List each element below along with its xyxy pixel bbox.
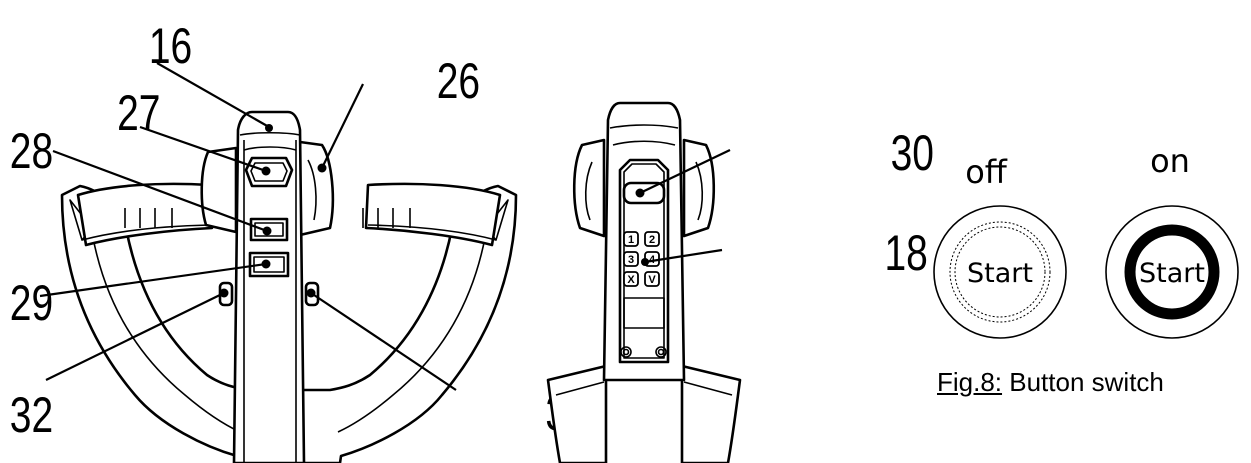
screw-left <box>620 346 632 358</box>
handle-front-view <box>60 110 518 463</box>
key-x <box>623 271 639 287</box>
switch-off-state: off <box>965 153 1008 191</box>
callout-18: 18 <box>884 224 927 281</box>
switch-on-state: on <box>1150 142 1190 180</box>
switch-off: off Start <box>933 153 1067 339</box>
callout-28: 28 <box>10 122 53 179</box>
screw-right <box>655 346 667 358</box>
switch-off-label: Start <box>967 258 1033 289</box>
keypad: 1 2 3 4 X V <box>623 231 660 287</box>
back-base <box>546 364 608 463</box>
callout-16: 16 <box>149 17 192 74</box>
switch-on: on Start <box>1105 142 1239 339</box>
svg-text:V: V <box>648 274 656 286</box>
right-grip <box>364 182 502 247</box>
caption-fig-number: Fig.8: <box>937 367 1003 397</box>
caption-text: Button switch <box>1002 367 1164 397</box>
left-wing <box>200 146 238 234</box>
left-grip <box>76 182 214 247</box>
callout-26: 26 <box>437 52 480 109</box>
key-v <box>644 271 660 287</box>
callout-32: 32 <box>10 386 53 443</box>
switch-on-label: Start <box>1139 258 1205 289</box>
key-3 <box>623 251 639 267</box>
svg-text:3: 3 <box>628 254 634 266</box>
key-2 <box>644 231 660 247</box>
back-right-wing <box>682 138 716 238</box>
leader-lines-back <box>639 149 731 264</box>
svg-text:2: 2 <box>649 234 655 246</box>
leader-lines-front <box>39 62 457 391</box>
key-1 <box>623 231 639 247</box>
back-left-wing <box>572 138 606 238</box>
callout-29: 29 <box>10 274 53 331</box>
handle-back-view: 1 2 3 4 X V <box>546 101 742 463</box>
callout-30: 30 <box>891 124 934 181</box>
figure-caption: Fig.8: Button switch <box>937 367 1164 398</box>
callout-27: 27 <box>117 84 160 141</box>
svg-text:1: 1 <box>628 234 634 246</box>
svg-text:X: X <box>627 274 635 286</box>
display-window <box>623 297 665 329</box>
